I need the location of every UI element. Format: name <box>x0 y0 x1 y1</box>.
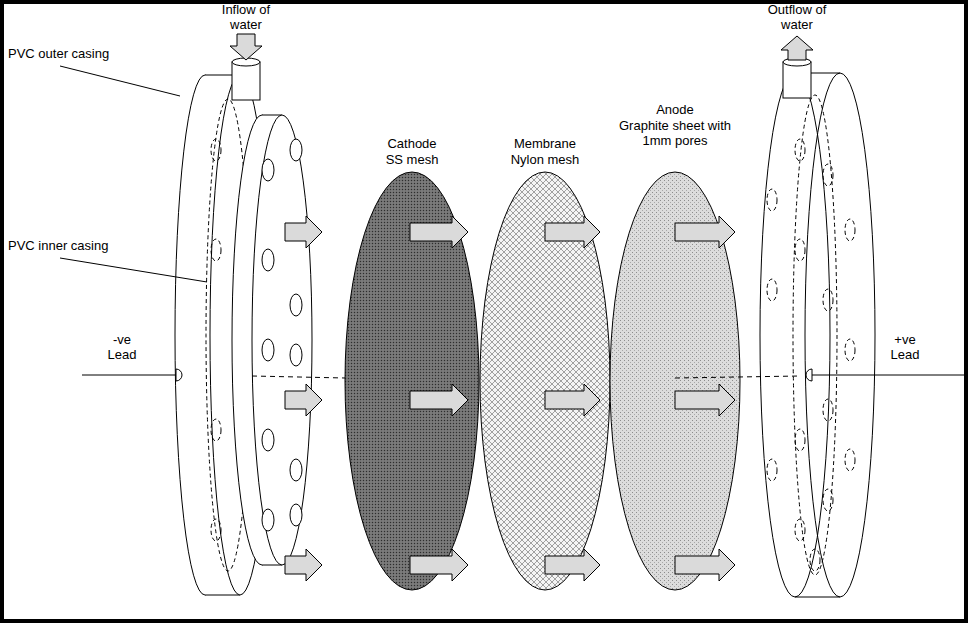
material-label: Nylon mesh <box>511 152 580 167</box>
lead-label: +ve Lead <box>885 332 925 362</box>
material-label: SS mesh <box>386 152 439 167</box>
flow-arrows <box>545 216 600 581</box>
right-casing <box>760 58 875 597</box>
part-label: Cathode <box>387 136 436 151</box>
material-label: Graphite sheet with 1mm pores <box>612 118 738 148</box>
membrane-disc <box>480 172 610 590</box>
left-casing <box>150 58 312 595</box>
flow-arrows <box>410 216 468 581</box>
part-label: PVC inner casing <box>8 238 108 253</box>
part-label: PVC outer casing <box>8 46 109 61</box>
positive-lead-wire <box>806 369 968 381</box>
part-label: Membrane <box>514 136 576 151</box>
outflow-arrow <box>781 36 813 60</box>
anode-lead-dash <box>675 376 800 378</box>
negative-lead-wire <box>82 369 345 381</box>
part-label: Anode <box>656 102 694 117</box>
flow-label: Outflow of water <box>756 2 838 32</box>
anode-disc <box>610 172 740 590</box>
flow-arrows <box>285 216 322 581</box>
flow-arrows <box>675 216 735 581</box>
lead-label: -ve Lead <box>102 332 142 362</box>
inflow-arrow <box>230 34 262 60</box>
flow-label: Inflow of water <box>210 2 282 32</box>
cathode-disc <box>345 172 479 590</box>
